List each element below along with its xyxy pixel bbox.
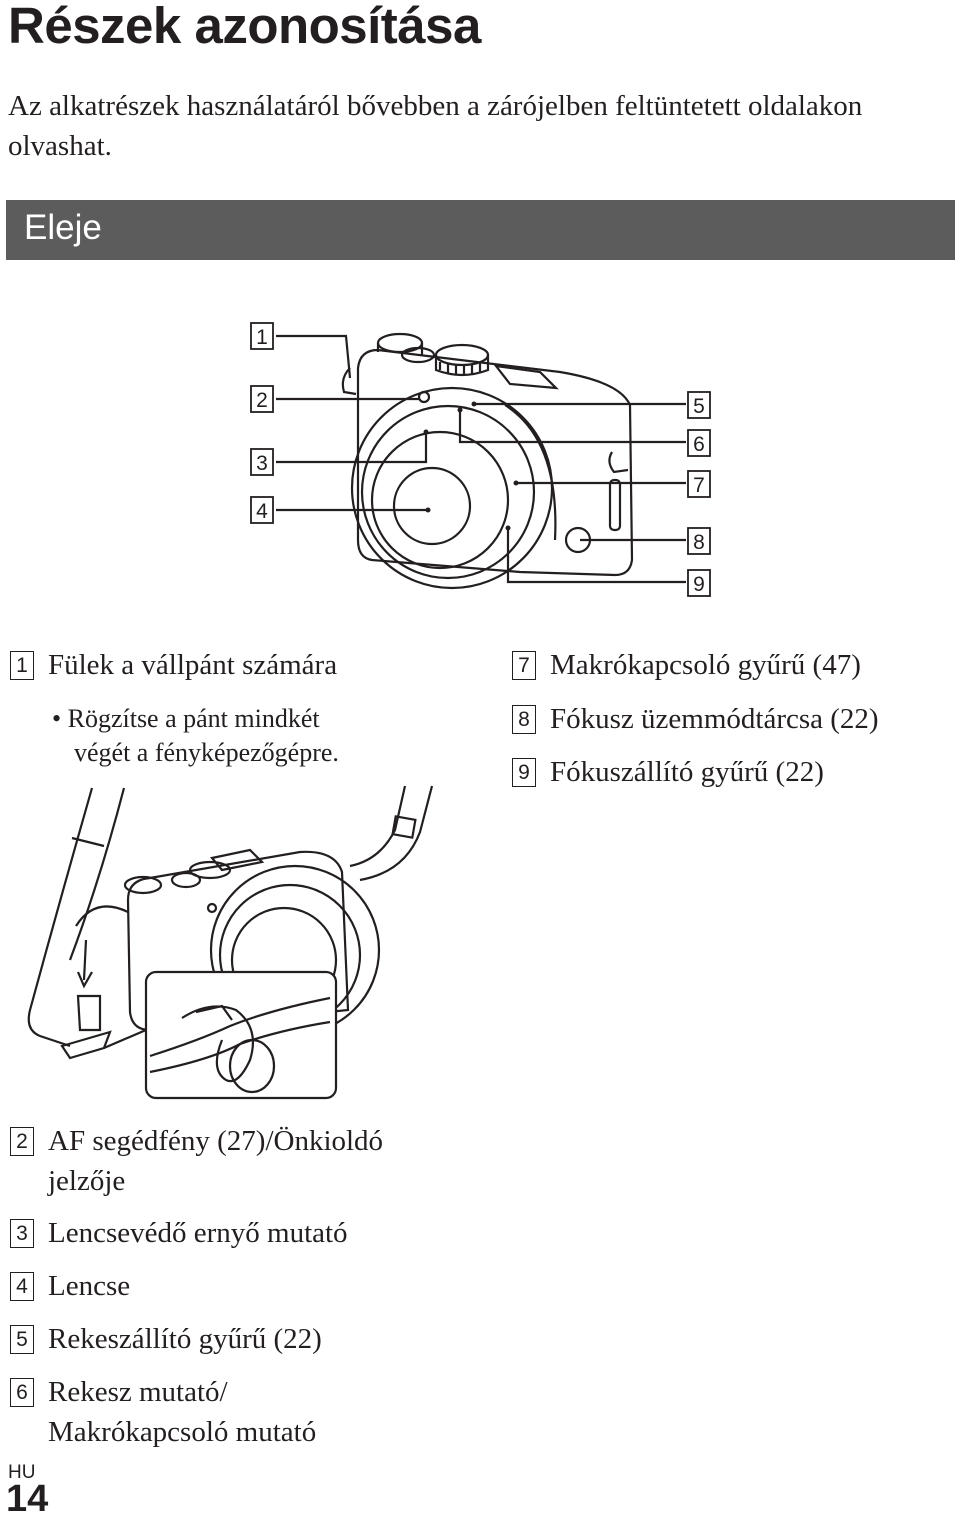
- item-7-number: 7: [512, 651, 536, 680]
- item-2-number: 2: [10, 1127, 34, 1156]
- intro-text: Az alkatrészek használatáról bővebben a …: [8, 90, 863, 162]
- bullet-line2: végét a fényképezőgépre.: [74, 738, 339, 767]
- exposure-dial: [434, 343, 490, 367]
- strap-lug-left: [341, 367, 357, 396]
- af-assist-light: [417, 390, 431, 404]
- callout-3: 3: [256, 452, 268, 475]
- section-title: Eleje: [24, 208, 102, 247]
- item-4-text: Lencse: [48, 1270, 131, 1302]
- strap-illustration: [27, 785, 434, 1100]
- camera-body: [356, 348, 634, 577]
- item-9: 9 Fókuszállító gyűrű (22): [512, 752, 824, 792]
- item-3: 3 Lencsevédő ernyő mutató: [10, 1213, 348, 1253]
- callout-4: 4: [256, 500, 268, 523]
- callout-1: 1: [256, 326, 268, 349]
- item-4: 4 Lencse: [10, 1266, 130, 1306]
- shutter-dial: [400, 346, 436, 364]
- item-6-number: 6: [10, 1378, 34, 1407]
- strap-lug-right: [608, 451, 629, 474]
- item-2-line2: jelzője: [48, 1165, 126, 1197]
- callout-6: 6: [693, 433, 705, 456]
- item-8-text: Fókusz üzemmódtárcsa (22): [550, 703, 879, 735]
- page-title: Részek azonosítása: [8, 0, 481, 54]
- item-5-number: 5: [10, 1325, 34, 1354]
- mode-dial: [376, 332, 424, 354]
- bullet-line1: Rögzítse a pánt mindkét: [67, 704, 320, 733]
- item-9-text: Fókuszállító gyűrű (22): [550, 756, 824, 788]
- item-4-number: 4: [10, 1272, 34, 1301]
- callout-8: 8: [693, 531, 705, 554]
- item-3-number: 3: [10, 1219, 34, 1248]
- item-9-number: 9: [512, 758, 536, 787]
- item-5: 5 Rekeszállító gyűrű (22): [10, 1319, 322, 1359]
- item-1: 1 Fülek a vállpánt számára: [10, 645, 337, 685]
- bullet-mark: •: [52, 704, 68, 733]
- item-8: 8 Fókusz üzemmódtárcsa (22): [512, 699, 879, 739]
- lens-outer: [350, 386, 554, 590]
- callout-2: 2: [256, 389, 268, 412]
- item-8-number: 8: [512, 705, 536, 734]
- section-header: Eleje: [6, 200, 955, 260]
- item-6-line1: Rekesz mutató/: [48, 1376, 228, 1408]
- item-2: 2 AF segédfény (27)/Önkioldó jelzője: [10, 1121, 383, 1201]
- callout-7: 7: [693, 474, 705, 497]
- item-3-text: Lencsevédő ernyő mutató: [48, 1217, 348, 1249]
- callout-5: 5: [693, 395, 705, 418]
- item-2-line1: AF segédfény (27)/Önkioldó: [48, 1125, 384, 1157]
- bullet-note: • Rögzítse a pánt mindkét végét a fényké…: [52, 702, 339, 770]
- hot-shoe: [493, 364, 559, 390]
- item-7-text: Makrókapcsoló gyűrű (47): [550, 649, 861, 681]
- item-7: 7 Makrókapcsoló gyűrű (47): [512, 645, 861, 685]
- item-6: 6 Rekesz mutató/Makrókapcsoló mutató: [10, 1372, 316, 1452]
- language-code: HU: [8, 1462, 36, 1483]
- page-number: 14: [6, 1478, 49, 1520]
- focus-mode-dial: [564, 526, 592, 554]
- lens-glass: [392, 466, 472, 546]
- item-6-line2: Makrókapcsoló mutató: [48, 1416, 317, 1448]
- callout-9: 9: [693, 573, 705, 596]
- item-1-number: 1: [10, 651, 34, 680]
- item-5-text: Rekeszállító gyűrű (22): [48, 1323, 322, 1355]
- item-1-text: Fülek a vállpánt számára: [48, 649, 338, 681]
